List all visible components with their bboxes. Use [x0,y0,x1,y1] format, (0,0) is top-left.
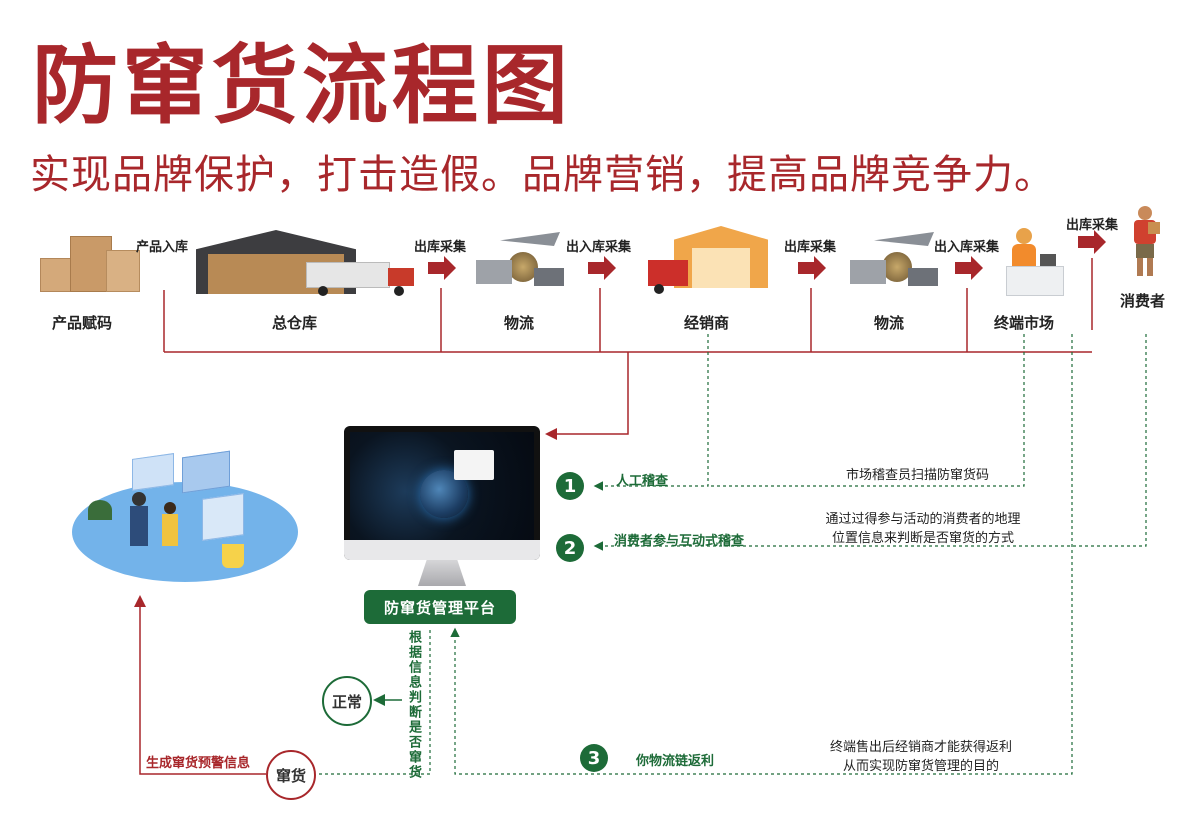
step-label-in-out: 出入库采集 [566,240,632,255]
fleeing-circle: 窜货 [266,750,316,800]
cashier-icon [1006,228,1064,296]
node-label-product-coding: 产品赋码 [52,314,113,332]
node-label-logistics-2: 物流 [874,314,905,332]
logistics-icon [846,232,942,294]
page-title: 防窜货流程图 [32,36,572,136]
logistics-icon [472,232,568,294]
node-label-terminal-market: 终端市场 [994,314,1055,332]
monitor-stand [418,560,466,586]
platform-monitor [344,426,540,560]
check-badge-3: 3 [580,744,608,772]
node-label-distributor: 经销商 [684,314,730,332]
data-analysis-illustration [72,450,298,592]
step-label-outbound-3: 出库采集 [1066,218,1119,233]
monitor-chin [344,540,540,560]
step-label-in-out-2: 出入库采集 [934,240,1000,255]
normal-circle: 正常 [322,676,372,726]
node-label-logistics: 物流 [504,314,535,332]
step-label-outbound-2: 出库采集 [784,240,837,255]
boxes-icon [40,236,140,292]
platform-label: 防窜货管理平台 [364,590,516,624]
check-desc-manual: 市场稽查员扫描防窜货码 [846,468,990,483]
check-badge-1: 1 [556,472,584,500]
check-title-rebate: 你物流链返利 [636,754,715,769]
distributor-icon [648,226,770,296]
check-desc-consumer-line1: 通过过得参与活动的消费者的地理 [825,512,1021,527]
node-label-consumer: 消费者 [1120,292,1166,310]
check-desc-rebate: 终端售出后经销商才能获得返利 从而实现防窜货管理的目的 [826,738,1016,776]
check-desc-rebate-line1: 终端售出后经销商才能获得返利 [829,740,1012,755]
check-title-consumer: 消费者参与互动式稽查 [614,534,745,549]
truck-icon [306,262,416,296]
check-title-manual: 人工稽查 [616,474,669,489]
earth-screen [350,432,534,540]
check-desc-rebate-line2: 从而实现防窜货管理的目的 [842,759,999,774]
check-desc-consumer: 通过过得参与活动的消费者的地理 位置信息来判断是否窜货的方式 [818,510,1028,548]
step-label-outbound: 出库采集 [414,240,467,255]
check-desc-consumer-line2: 位置信息来判断是否窜货的方式 [831,531,1014,546]
check-badge-2: 2 [556,534,584,562]
consumer-icon [1130,206,1160,278]
judgement-text: 根据信息判断是否窜货 [406,630,421,780]
page-subtitle: 实现品牌保护，打击造假。品牌营销，提高品牌竞争力。 [30,152,1055,198]
step-label-stock-in: 产品入库 [136,240,189,255]
warning-label: 生成窜货预警信息 [146,756,251,771]
node-label-warehouse: 总仓库 [272,314,318,332]
